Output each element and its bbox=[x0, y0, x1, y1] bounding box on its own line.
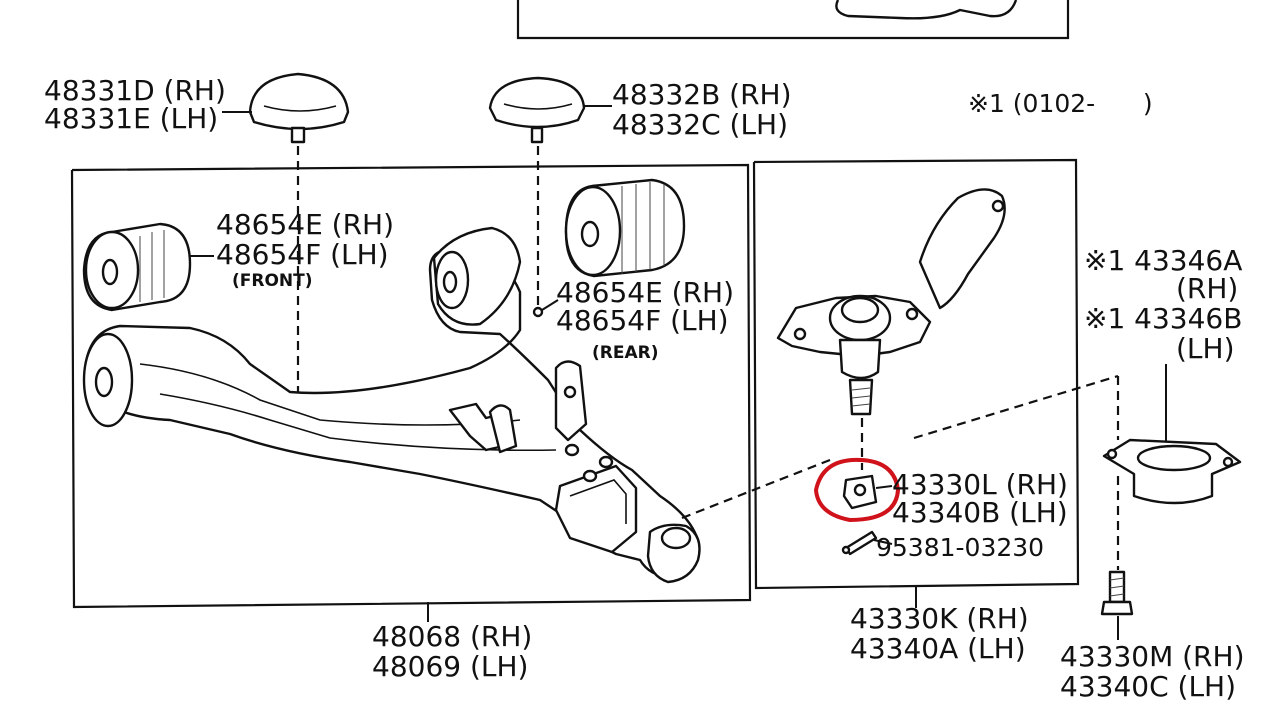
lower-arm-box bbox=[70, 163, 752, 622]
label-arm-lh: 48069 (LH) bbox=[372, 650, 528, 683]
label-production-period: ※1 (0102- ) bbox=[968, 89, 1153, 118]
label-stopper-rh: 48332B (RH) bbox=[612, 78, 792, 111]
castle-nut bbox=[813, 457, 901, 523]
label-insulator-rh: 48331D (RH) bbox=[44, 74, 226, 107]
label-nut-rh: 43330L (RH) bbox=[892, 468, 1068, 501]
dust-cover bbox=[1102, 364, 1242, 505]
label-bolt-lh: 43340C (LH) bbox=[1060, 670, 1236, 703]
label-bolt-rh: 43330M (RH) bbox=[1060, 640, 1245, 673]
label-cover-lh: ※1 43346B bbox=[1084, 302, 1242, 335]
label-front-bush-rh: 48654E (RH) bbox=[216, 208, 394, 241]
label-cover-rh-side: (RH) bbox=[1176, 272, 1238, 305]
label-cover-rh: ※1 43346A bbox=[1084, 244, 1242, 277]
label-rear-bush-rh: 48654E (RH) bbox=[556, 276, 734, 309]
label-arm-rh: 48068 (RH) bbox=[372, 620, 532, 653]
label-stopper-lh: 48332C (LH) bbox=[612, 108, 788, 141]
label-joint-rh: 43330K (RH) bbox=[850, 602, 1029, 635]
leader-lines bbox=[190, 105, 893, 545]
ball-joint bbox=[776, 188, 1120, 470]
upper-section-box bbox=[516, 0, 1070, 40]
label-insulator-lh: 48331E (LH) bbox=[44, 102, 218, 135]
label-cover-lh-side: (LH) bbox=[1176, 332, 1235, 365]
rear-bushing bbox=[564, 178, 686, 278]
label-rear-note: (REAR) bbox=[592, 343, 659, 363]
label-front-bush-lh: 48654F (LH) bbox=[216, 238, 389, 271]
label-nut-lh: 43340B (LH) bbox=[892, 496, 1068, 529]
front-bushing bbox=[82, 222, 192, 312]
cotter-pin bbox=[841, 530, 878, 556]
label-front-note: (FRONT) bbox=[232, 271, 313, 291]
label-rear-bush-lh: 48654F (LH) bbox=[556, 304, 729, 337]
mounting-bolt bbox=[1100, 476, 1134, 640]
label-joint-lh: 43340A (LH) bbox=[850, 632, 1026, 665]
label-cotter-pin: 95381-03230 bbox=[876, 533, 1044, 562]
lower-control-arm bbox=[82, 226, 831, 584]
ball-joint-box bbox=[752, 158, 1080, 608]
highlight-circle bbox=[813, 457, 901, 523]
bound-stopper bbox=[488, 76, 586, 318]
